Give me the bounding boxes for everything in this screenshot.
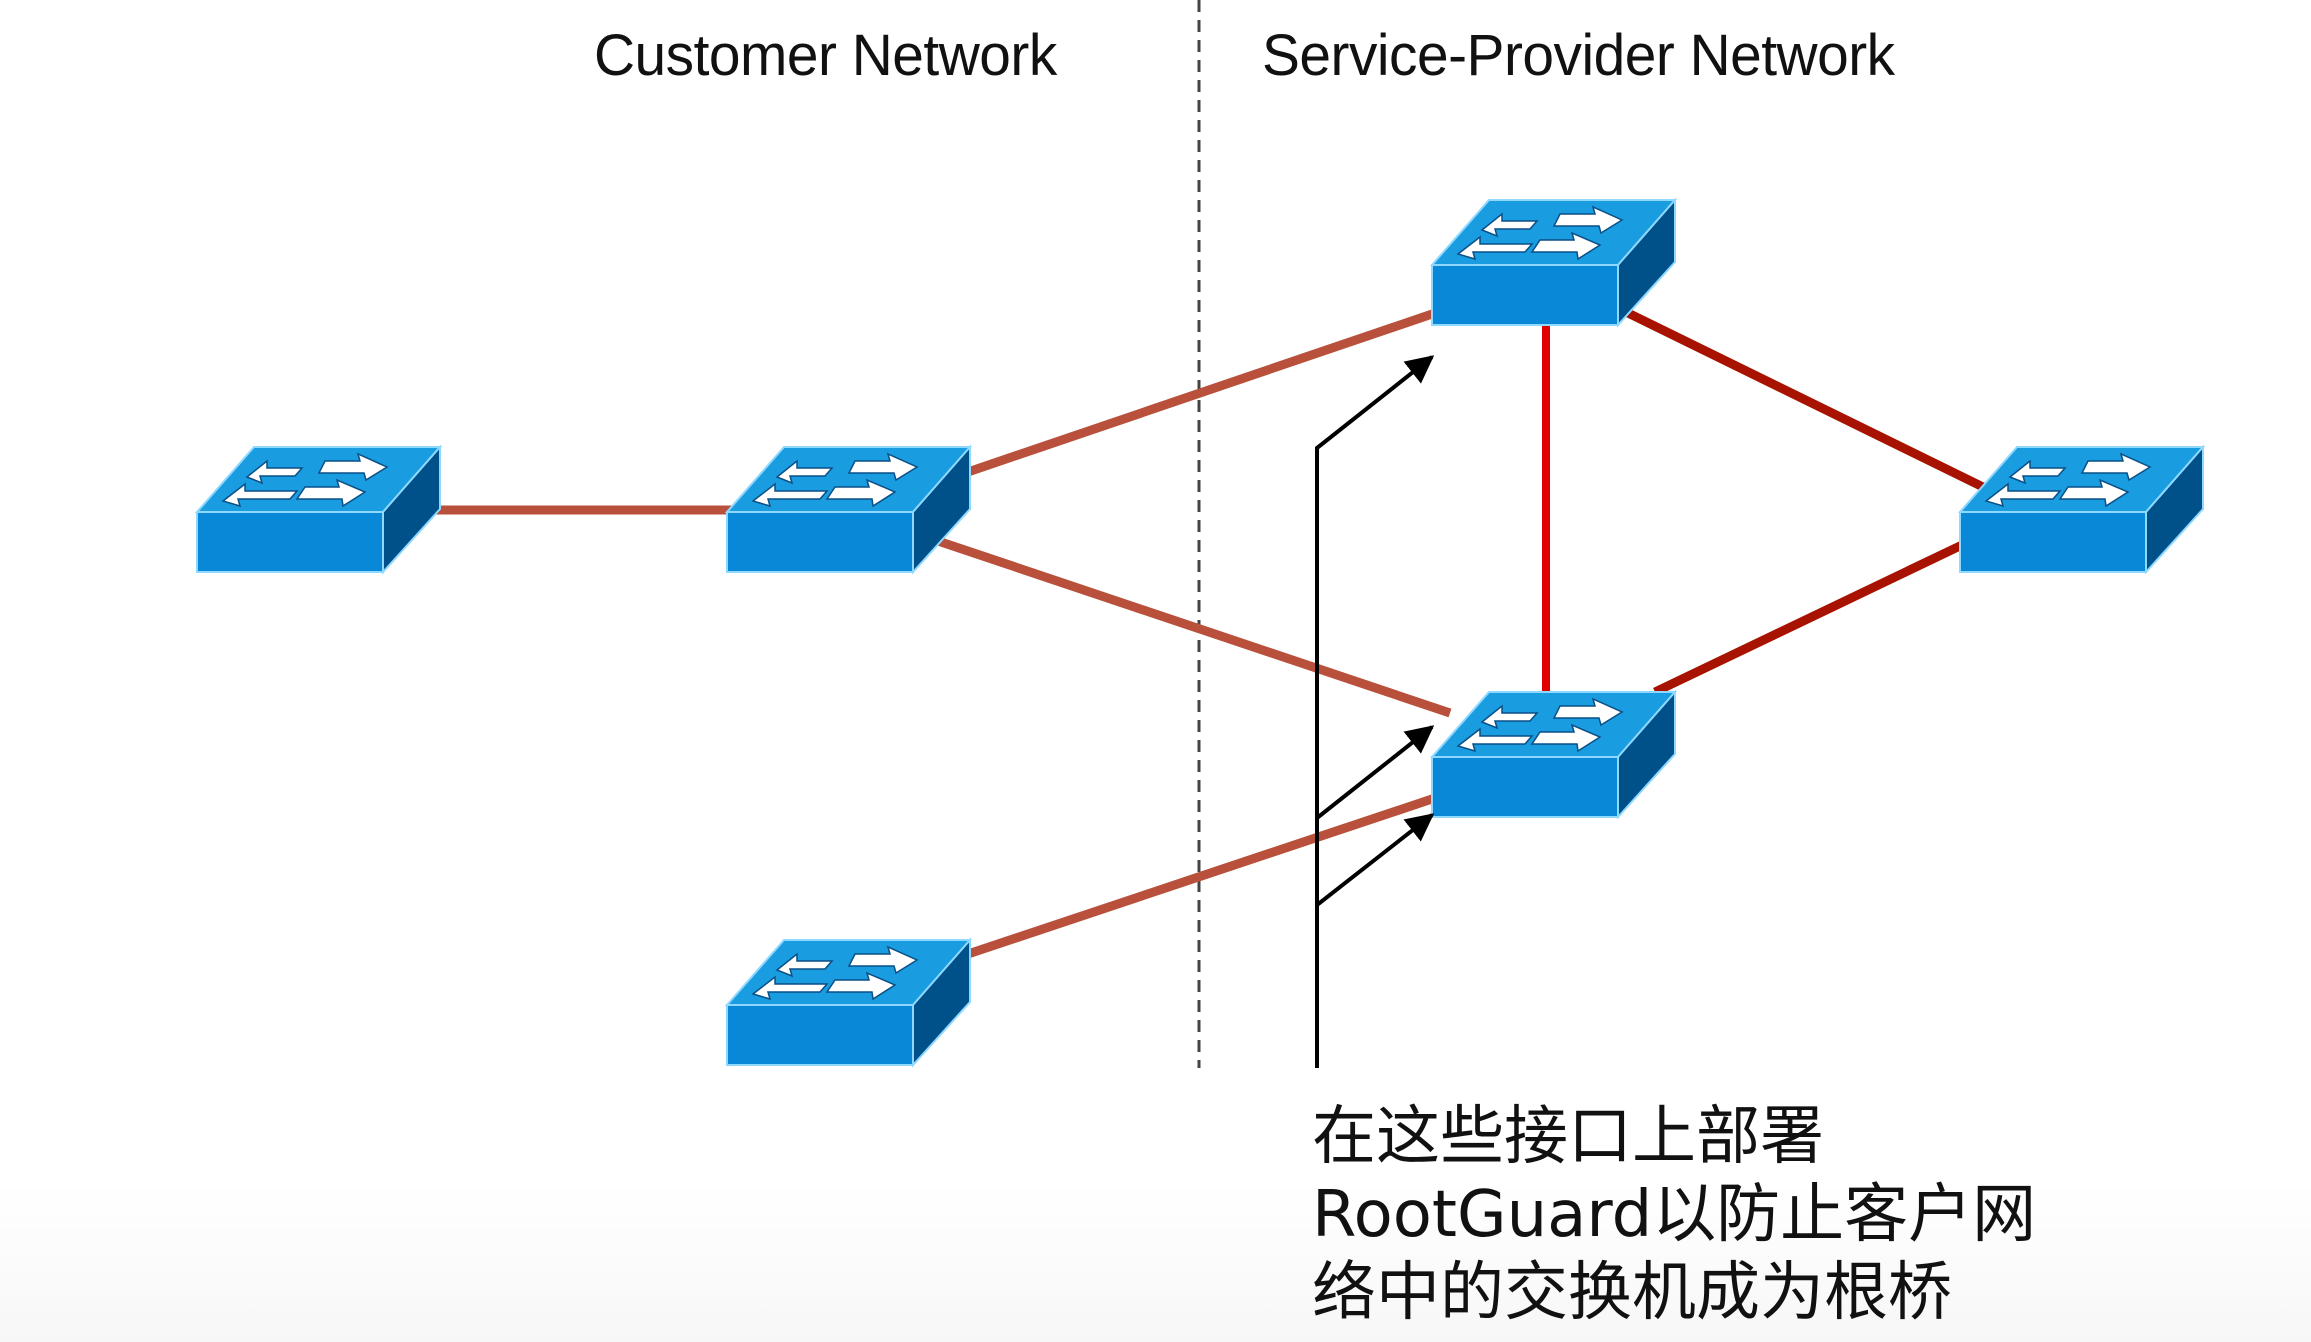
rootguard-annotation: 在这些接口上部署 RootGuard以防止客户网 络中的交换机成为根桥 [1312,1098,2036,1332]
arrow-left-icon [221,482,299,508]
arrow-left-icon [775,459,834,485]
switch-front-face [726,1004,914,1066]
annotation-line: 在这些接口上部署 [1312,1100,1824,1174]
link-customer-core-to-sp-top [963,307,1440,478]
switch-arrows-glyph [751,945,919,1001]
link-sp-top-to-sp-right [1626,308,1985,492]
annotation-line: 络中的交换机成为根桥 [1312,1256,1952,1330]
switch-arrows-glyph [1456,205,1624,261]
switch-icon[interactable] [194,444,443,575]
arrow-left-icon [751,975,829,1001]
switch-icon[interactable] [1957,444,2206,575]
annotation-line: RootGuard以防止客户网 [1312,1178,2037,1252]
switch-front-face [1959,511,2147,573]
arrow-left-icon [751,482,829,508]
arrow-right-icon [847,452,919,482]
arrow-left-icon [2008,459,2067,485]
switch-icon[interactable] [1429,197,1678,328]
rootguard-callout-arrows [1315,355,1435,1068]
switch-arrows-glyph [751,452,919,508]
link-customer-bottom-to-sp-bottom [963,792,1440,960]
arrow-right-icon [317,452,389,482]
arrow-right-icon [2080,452,2152,482]
arrow-left-icon [1456,727,1534,753]
switch-arrows-glyph [221,452,389,508]
arrow-left-icon [1480,212,1539,238]
switch-front-face [1431,756,1619,818]
arrow-left-icon [1480,704,1539,730]
arrow-right-icon [295,478,367,508]
switch-icon[interactable] [1429,689,1678,820]
callout-arrow-sp-bottom-upper [1315,725,1435,820]
switch-front-face [1431,264,1619,326]
arrow-right-icon [1530,231,1602,261]
arrow-right-icon [825,478,897,508]
switch-front-face [726,511,914,573]
links-layer [430,307,1985,960]
arrow-right-icon [1552,205,1624,235]
callout-arrow-sp-bottom-lower [1315,813,1435,907]
link-customer-core-to-sp-bottom [933,535,1452,718]
link-sp-bottom-to-sp-right [1653,540,1964,697]
arrow-right-icon [847,945,919,975]
arrow-right-icon [825,971,897,1001]
arrow-left-icon [245,459,304,485]
arrow-right-icon [1552,697,1624,727]
arrow-right-icon [1530,723,1602,753]
customer-network-heading: Customer Network [594,23,1057,88]
switch-arrows-glyph [1456,697,1624,753]
arrow-left-icon [1456,235,1534,261]
switch-icon[interactable] [724,937,973,1068]
switch-front-face [196,511,384,573]
switch-arrows-glyph [1984,452,2152,508]
service-provider-network-heading: Service-Provider Network [1262,23,1895,88]
callout-stem [1315,355,1435,1068]
arrow-right-icon [2058,478,2130,508]
switch-icon[interactable] [724,444,973,575]
arrow-left-icon [1984,482,2062,508]
arrow-left-icon [775,952,834,978]
